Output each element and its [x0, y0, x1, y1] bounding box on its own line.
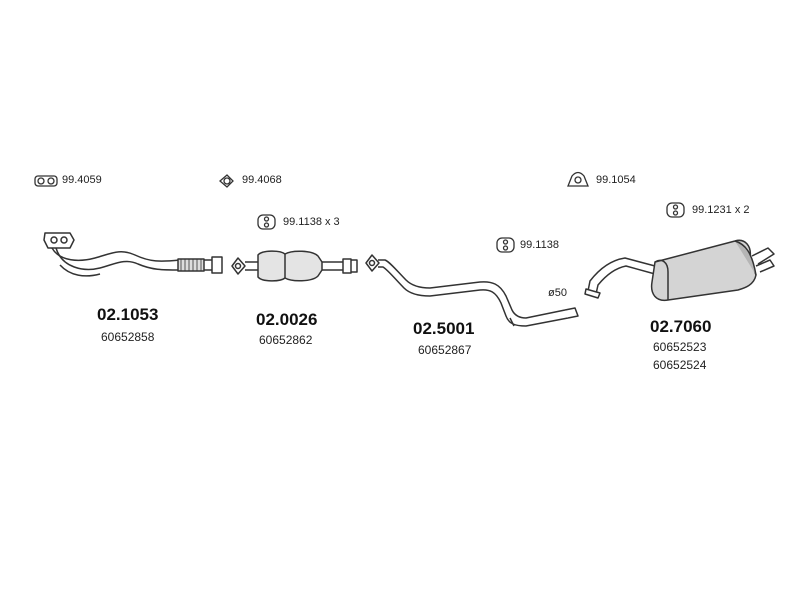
rubber-mount-icon — [666, 202, 685, 218]
rear-silencer-drawing — [584, 239, 775, 302]
flange-gasket-icon — [34, 175, 58, 187]
oem-number: 60652858 — [101, 330, 155, 344]
accessory-code: 99.1138 — [520, 239, 559, 251]
accessory-code: 99.1138 x 3 — [283, 216, 340, 228]
front-pipe-drawing — [43, 232, 223, 277]
accessory-code: 99.4068 — [242, 174, 282, 186]
rubber-mount-icon — [496, 237, 515, 253]
diameter-label: ø50 — [548, 287, 567, 299]
part-number: 02.5001 — [413, 319, 475, 338]
part-number: 02.0026 — [256, 310, 318, 329]
oem-number: 60652523 — [653, 340, 707, 354]
oem-number: 60652867 — [418, 343, 472, 357]
part-number: 02.1053 — [97, 305, 159, 324]
oem-number: 60652524 — [653, 358, 707, 372]
oem-number: 60652862 — [259, 333, 313, 347]
pipe-clamp-icon — [567, 171, 589, 187]
center-pipe-drawing — [365, 254, 579, 327]
accessory-code: 99.1054 — [596, 174, 636, 186]
catalytic-converter-drawing — [231, 250, 358, 282]
ring-gasket-icon — [219, 174, 234, 188]
part-number: 02.7060 — [650, 317, 712, 336]
accessory-code: 99.1231 x 2 — [692, 204, 750, 216]
rubber-mount-icon — [257, 214, 276, 230]
accessory-code: 99.4059 — [62, 174, 102, 186]
